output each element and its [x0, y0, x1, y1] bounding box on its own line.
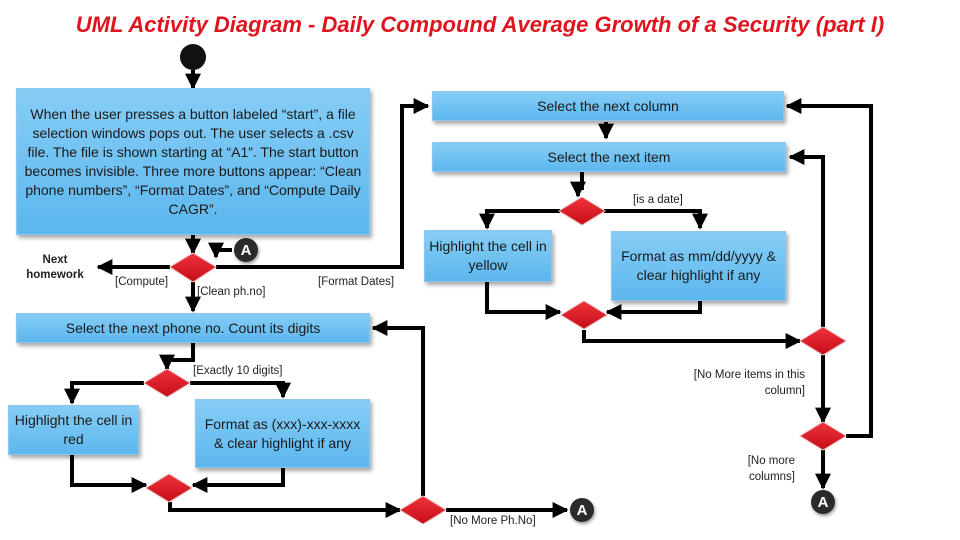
format-date-box: Format as mm/dd/yyyy & clear highlight i…	[611, 231, 786, 301]
edge-red-merge	[70, 455, 148, 493]
decision-more-columns	[799, 421, 847, 451]
edge-format-dates	[216, 98, 430, 269]
merge-phone	[145, 473, 193, 503]
decision-more-ph	[399, 495, 447, 525]
highlight-red-box: Highlight the cell in red	[8, 405, 139, 455]
edge-merge-decision	[582, 330, 802, 349]
next-homework-label: Next homework	[26, 254, 84, 281]
select-phone-box: Select the next phone no. Count its digi…	[16, 313, 370, 343]
highlight-yellow-box: Highlight the cell in yellow	[424, 230, 552, 282]
decision-digits	[143, 368, 191, 398]
initial-node	[180, 44, 206, 70]
edge-yellow-merge	[485, 282, 562, 320]
guard-compute: [Compute]	[115, 276, 169, 288]
edge-merge-next	[168, 502, 402, 518]
edge-is-date	[604, 209, 708, 230]
format-phone-box: Format as (xxx)-xxx-xxxx & clear highlig…	[195, 399, 370, 468]
decision-menu	[169, 252, 217, 283]
guard-is-date: [is a date]	[633, 194, 683, 206]
edge-loop-column	[785, 98, 873, 438]
guard-exactly-10: [Exactly 10 digits]	[193, 365, 283, 377]
guard-clean-ph: [Clean ph.no]	[197, 286, 266, 298]
edge-to-yellow	[479, 209, 560, 230]
start-description-box: When the user presses a button labeled “…	[16, 88, 370, 235]
edge-exactly-10	[190, 381, 291, 399]
connector-a-dates-end: A	[811, 490, 835, 514]
decision-is-date	[558, 196, 606, 226]
merge-date	[560, 300, 608, 330]
edge-loop-phone	[371, 320, 425, 496]
guard-no-more-columns: [No more columns]	[747, 455, 795, 483]
diagram-title: UML Activity Diagram - Daily Compound Av…	[75, 12, 885, 37]
edge-loop-item	[788, 149, 825, 327]
connector-a-menu: A	[234, 238, 258, 262]
edge-a-decision	[208, 242, 232, 259]
edge-phone-decision	[159, 343, 195, 371]
edge-item-decision	[570, 172, 586, 198]
guard-no-more-items: [No More items in this column]	[693, 369, 805, 397]
edge-to-red	[64, 381, 144, 405]
guard-no-more-ph: [No More Ph.No]	[450, 515, 536, 527]
select-item-box: Select the next item	[432, 142, 786, 172]
decision-more-items	[799, 326, 847, 356]
edge-format-date-merge	[605, 301, 702, 320]
edge-format-merge	[191, 468, 285, 493]
select-column-box: Select the next column	[432, 91, 784, 121]
connector-a-phone-end: A	[570, 498, 594, 522]
guard-format-dates: [Format Dates]	[318, 276, 395, 288]
